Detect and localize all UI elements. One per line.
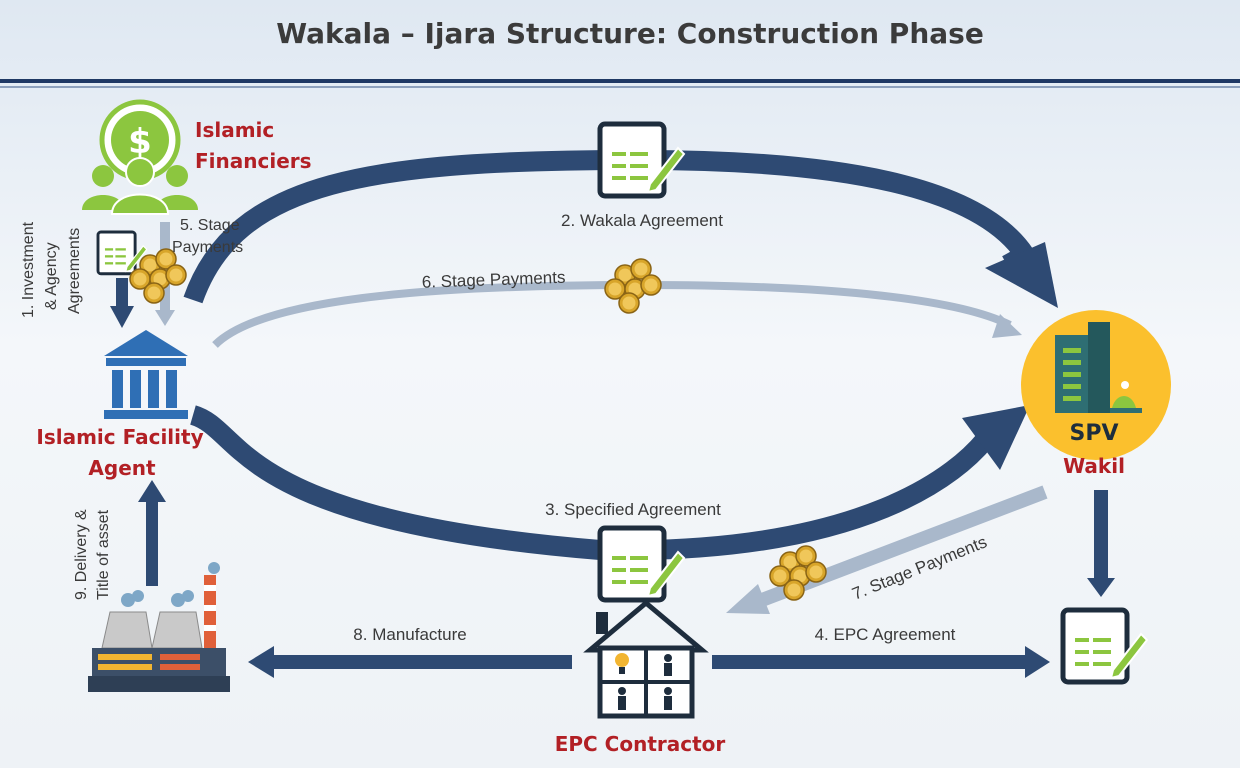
spv-role-label: Wakil (1063, 454, 1125, 478)
investment-label-line3: Agreements (66, 228, 83, 314)
facility-agent-label-line2: Agent (88, 456, 156, 480)
investment-arrow (110, 278, 134, 328)
epc-agreement-arrow (712, 646, 1050, 678)
office-building-icon (1055, 322, 1142, 413)
epc-contractor-label: EPC Contractor (555, 732, 726, 756)
delivery-arrow (138, 480, 166, 586)
svg-text:$: $ (128, 122, 152, 162)
investment-label-line2: & Agency (43, 242, 60, 310)
stage5-label-line1: 5. Stage (180, 217, 240, 234)
title-rule-secondary (0, 86, 1240, 88)
financiers-label-line1: Islamic (195, 118, 274, 142)
wakala-document-icon (600, 124, 684, 196)
specified-document-icon (600, 528, 684, 600)
manufacture-label: 8. Manufacture (353, 625, 466, 644)
page-title: Wakala – Ijara Structure: Construction P… (276, 17, 984, 50)
delivery-label-line1: 9. Delivery & (73, 509, 90, 600)
manufacture-arrow (248, 646, 572, 678)
spv-down-arrow (1087, 490, 1115, 597)
title-rule (0, 79, 1240, 83)
stage5-label-line2: Payments (172, 239, 243, 256)
investment-document-icon (96, 230, 149, 276)
stage-payments-7-arrow (726, 485, 1048, 614)
specified-agreement-label: 3. Specified Agreement (545, 500, 721, 519)
stage6-coins-icon (605, 259, 661, 313)
epc-agreement-label: 4. EPC Agreement (815, 625, 956, 644)
epc-document-icon (1063, 610, 1147, 682)
wakala-agreement-label: 2. Wakala Agreement (561, 211, 723, 230)
factory-plant-icon (88, 562, 230, 692)
investment-label-line1: 1. Investment (20, 221, 37, 318)
financiers-label-line2: Financiers (195, 149, 312, 173)
spv-badge: SPV (1070, 421, 1119, 446)
delivery-label-line2: Title of asset (95, 509, 112, 600)
investors-dollar-icon: $ (82, 99, 198, 215)
bank-building-icon (104, 330, 188, 419)
construction-house-icon (583, 599, 709, 719)
facility-agent-label-line1: Islamic Facility (36, 425, 203, 449)
